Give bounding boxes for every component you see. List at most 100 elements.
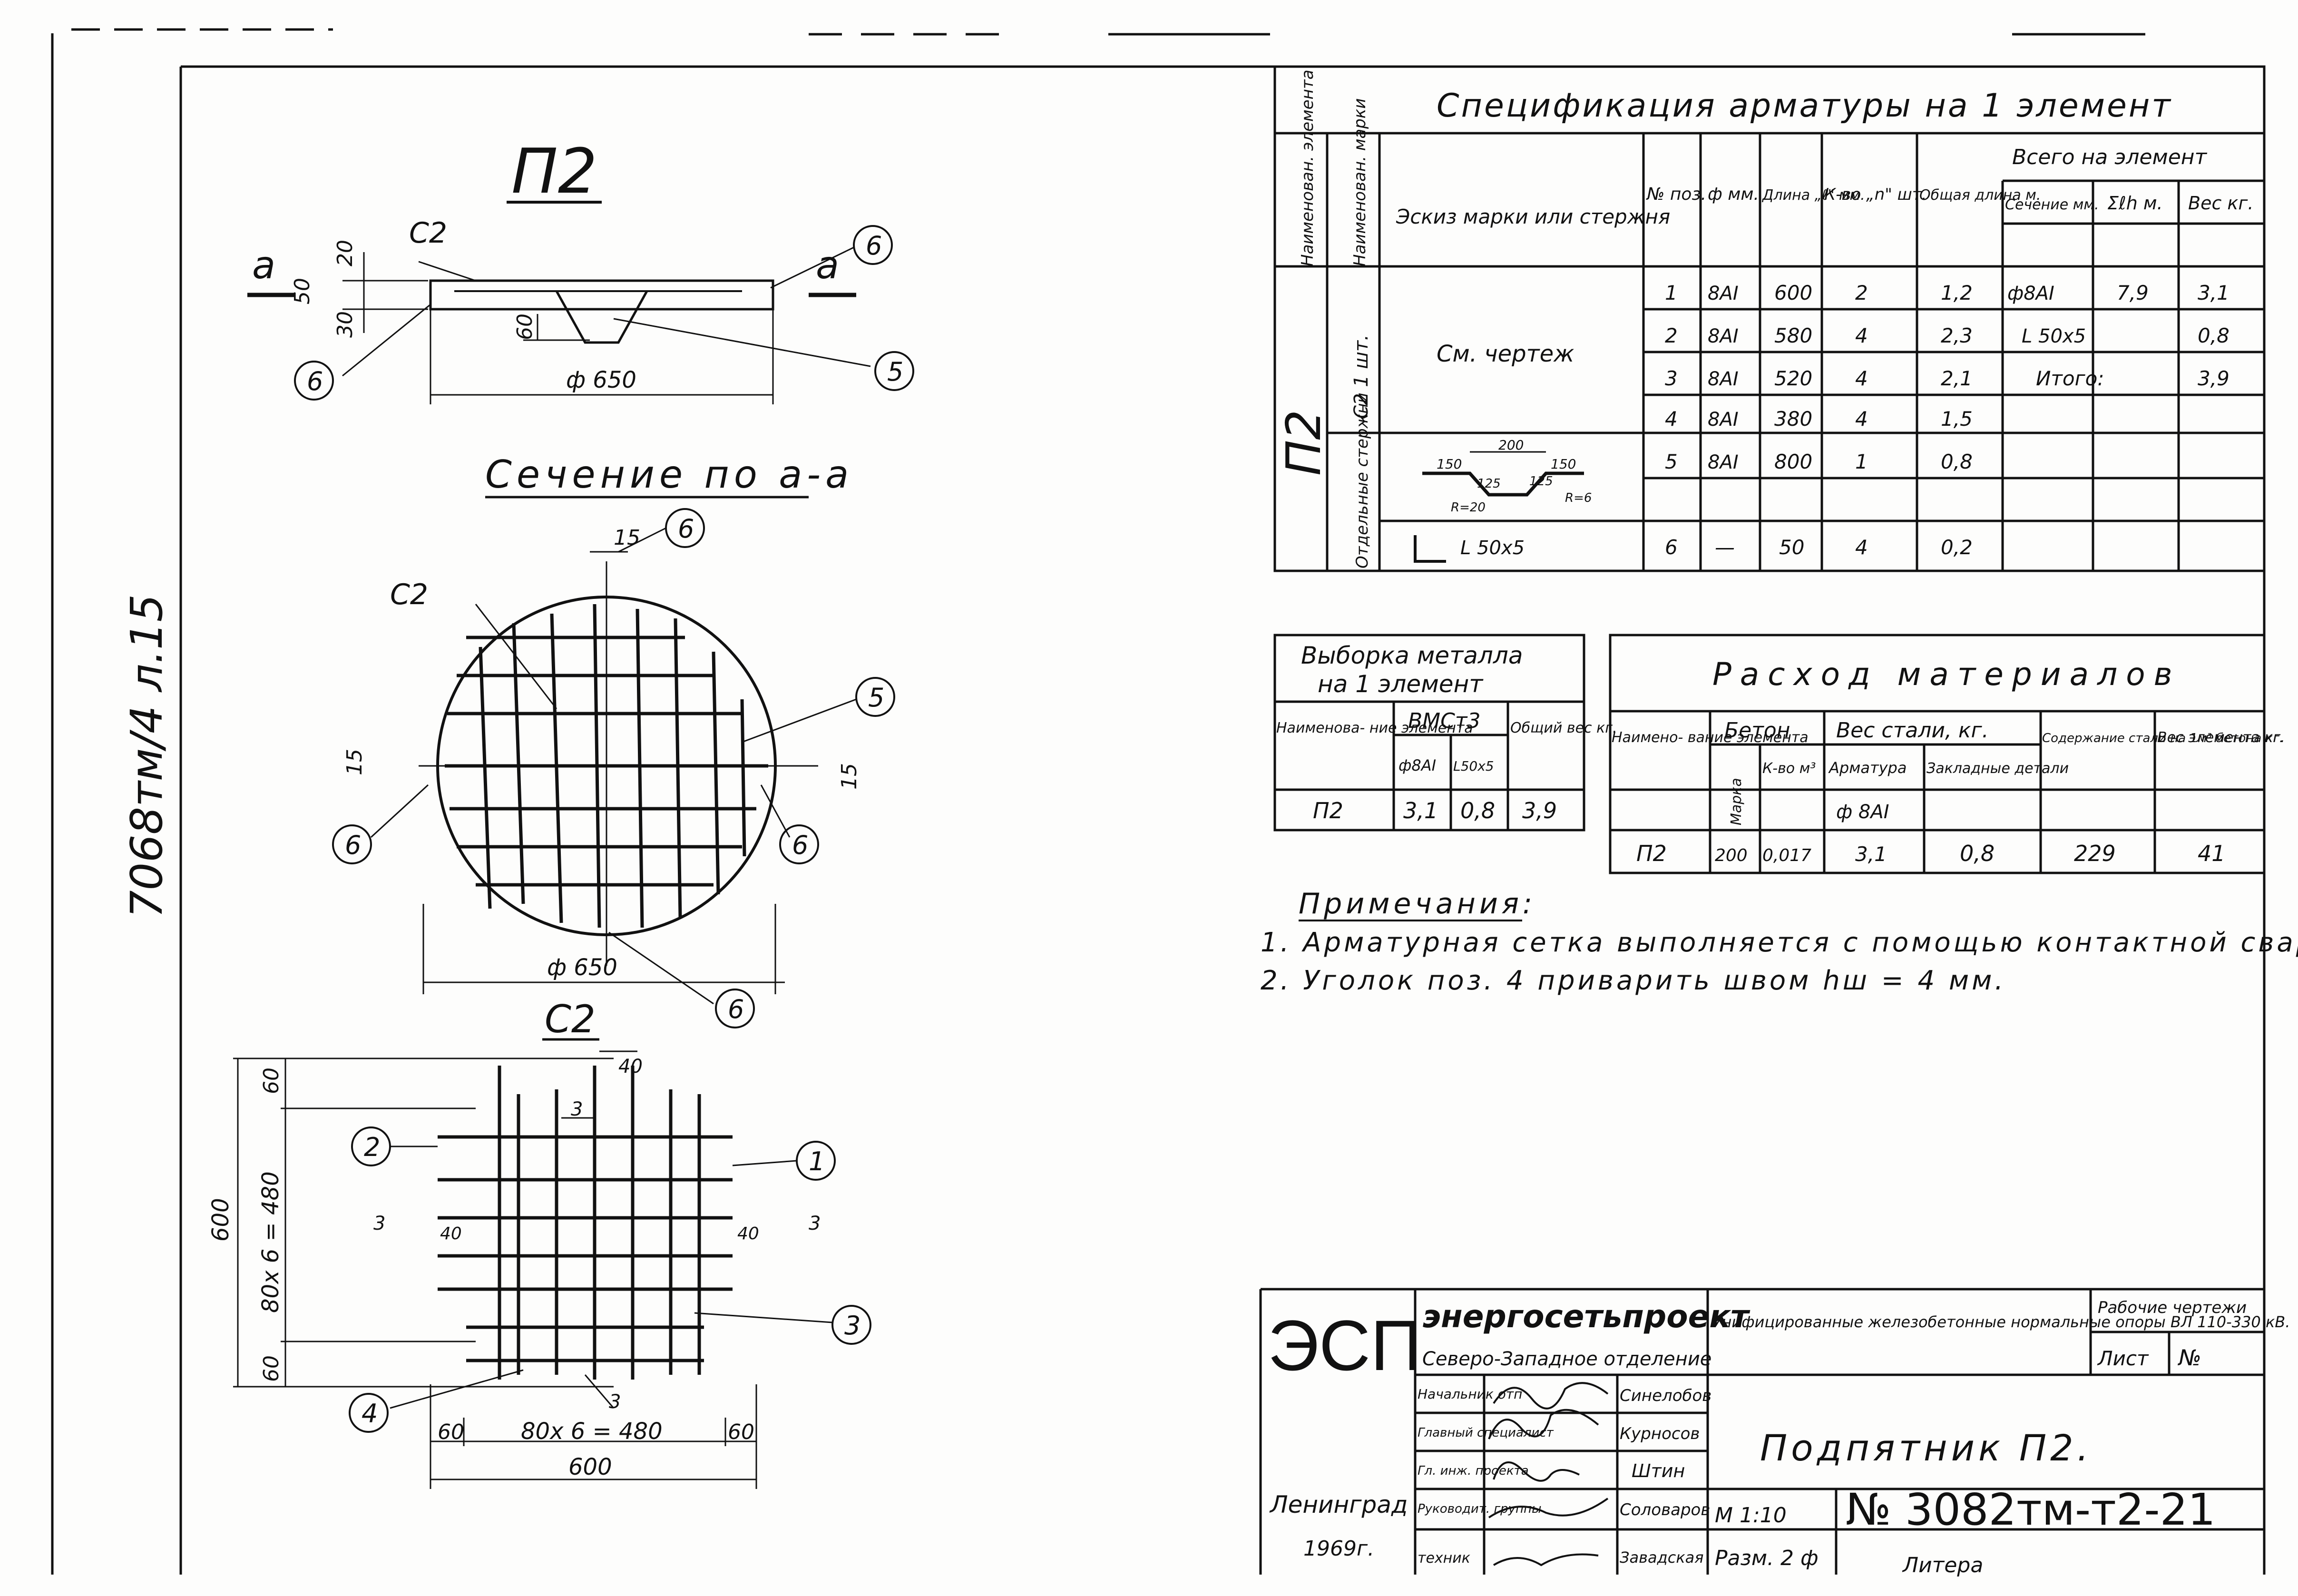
- title-logo: ЭСП: [1268, 1305, 1422, 1385]
- bent-dim-150-right: 150: [1551, 456, 1576, 472]
- title-stage: Рабочие чертежи: [2098, 1298, 2247, 1317]
- svg-text:4: 4: [1855, 324, 1868, 347]
- title-bottom: Литера: [1902, 1553, 1983, 1577]
- selection-col-name: Наименова- ние элемента: [1276, 720, 1473, 736]
- spec-row-2: 2 8АI 580 4 2,3: [1665, 324, 1973, 347]
- mesh-dim-80x6-horizontal: 80х 6 = 480: [521, 1418, 663, 1445]
- svg-text:П2: П2: [1313, 798, 1343, 823]
- mesh-title: С2: [545, 997, 596, 1041]
- signatures: [1488, 1382, 1609, 1567]
- selection-col-total: Общий вес кг.: [1510, 720, 1617, 736]
- spec-title: Спецификация арматуры на 1 элемент: [1437, 87, 2172, 125]
- svg-text:0,8: 0,8: [1941, 450, 1973, 473]
- svg-text:3,9: 3,9: [2198, 367, 2230, 390]
- svg-text:4: 4: [1855, 367, 1868, 390]
- selection-row: П2 3,1 0,8 3,9: [1313, 798, 1557, 823]
- spec-header-section: Сечение мм.: [2005, 196, 2099, 213]
- callout-6-top-left: 6: [294, 361, 334, 401]
- materials-col-weight: Вес элемента кг.: [2157, 729, 2285, 746]
- svg-text:4: 4: [362, 1399, 378, 1429]
- bent-dim-125-left: 125: [1477, 477, 1501, 491]
- svg-text:0,8: 0,8: [1460, 798, 1495, 823]
- callout-6-section-right: 6: [779, 824, 819, 864]
- svg-text:2: 2: [364, 1132, 380, 1162]
- mesh-dim-80x6-vertical: 80х 6 = 480: [257, 1171, 284, 1313]
- mesh-dim-60-bottom: 60: [259, 1355, 284, 1382]
- svg-text:4: 4: [1855, 407, 1868, 431]
- mesh-dim-3-right: 3: [809, 1213, 821, 1234]
- mesh-dim-60-right-bottom: 60: [728, 1420, 754, 1444]
- title-org: энергосетьпроект: [1422, 1298, 1750, 1335]
- svg-text:1,5: 1,5: [1941, 407, 1973, 431]
- spec-angle-label: L 50х5: [1460, 537, 1525, 559]
- section-dim-15-top: 15: [614, 526, 640, 550]
- title-dept: Северо-Западное отделение: [1422, 1348, 1711, 1370]
- svg-text:1: 1: [1665, 281, 1678, 304]
- svg-text:2,1: 2,1: [1941, 367, 1973, 390]
- svg-text:Главный специалист: Главный специалист: [1418, 1426, 1554, 1440]
- svg-text:1,2: 1,2: [1941, 281, 1973, 304]
- bent-dim-r6: R=6: [1565, 491, 1592, 505]
- title-block: [1259, 1288, 2264, 1575]
- materials-col-content: Содержание стали на 1м³ бетона кг.: [2042, 731, 2283, 745]
- dim-30: 30: [333, 311, 357, 338]
- svg-text:Курносов: Курносов: [1620, 1424, 1700, 1443]
- spec-header-weight: Вес кг.: [2188, 193, 2253, 214]
- spec-header-length: Длина „ℓ" мм.: [1761, 187, 1865, 204]
- svg-text:Штин: Штин: [1632, 1460, 1685, 1481]
- svg-text:41: 41: [2198, 841, 2226, 866]
- svg-text:8АI: 8АI: [1708, 368, 1739, 390]
- angle-icon: [1414, 535, 1446, 563]
- spec-element-name: П2: [1276, 410, 1331, 476]
- title-staff: Начальник отп Синелобов Главный специали…: [1418, 1386, 1711, 1567]
- svg-text:8АI: 8АI: [1708, 409, 1739, 431]
- spec-header-mark: Наименован. марки: [1350, 98, 1369, 266]
- callout-2-mesh: 2: [351, 1126, 391, 1166]
- svg-text:Гл. инж. проекта: Гл. инж. проекта: [1418, 1464, 1529, 1478]
- selection-col-sub2: L50х5: [1453, 758, 1494, 774]
- callout-6-top-right: 6: [853, 225, 893, 265]
- title-sheet-no: №: [2177, 1345, 2201, 1371]
- callout-3-mesh: 3: [831, 1305, 871, 1345]
- mesh-dim-3-bottom: 3: [609, 1391, 621, 1413]
- svg-text:380: 380: [1774, 407, 1812, 431]
- svg-text:Начальник отп: Начальник отп: [1418, 1386, 1522, 1402]
- top-diameter: ф 650: [566, 367, 636, 393]
- svg-text:7,9: 7,9: [2117, 281, 2149, 304]
- svg-text:200: 200: [1715, 846, 1748, 865]
- spec-row-1: 1 8АI 600 2 1,2: [1665, 281, 1973, 304]
- bent-rod-sketch: [1422, 451, 1584, 497]
- svg-text:5: 5: [887, 357, 903, 387]
- svg-text:800: 800: [1774, 450, 1812, 473]
- bent-dim-200: 200: [1498, 437, 1524, 453]
- cut-mark-right: а: [816, 243, 839, 287]
- materials-col-name: Наимено- вание элемента: [1612, 729, 1809, 746]
- svg-text:1: 1: [809, 1146, 825, 1176]
- svg-text:3,1: 3,1: [1855, 842, 1887, 866]
- materials-col-emb: Закладные детали: [1926, 760, 2069, 777]
- svg-text:4: 4: [1855, 536, 1868, 559]
- spec-group1: С2 1 шт.: [1350, 334, 1372, 419]
- spec-header-sketch: Эскиз марки или стержня: [1396, 205, 1670, 228]
- callout-5-top: 5: [874, 351, 914, 391]
- bent-dim-r20: R=20: [1451, 500, 1486, 515]
- dim-60: 60: [513, 313, 537, 340]
- spec-row-4: 4 8АI 380 4 1,5: [1665, 407, 1973, 431]
- callout-4-mesh: 4: [349, 1393, 389, 1433]
- svg-text:4: 4: [1665, 407, 1678, 431]
- svg-text:8АI: 8АI: [1708, 325, 1739, 347]
- section-dim-15-left: 15: [342, 749, 367, 775]
- bent-dim-125-right: 125: [1529, 474, 1553, 489]
- svg-text:Руководит. группы: Руководит. группы: [1418, 1502, 1542, 1516]
- materials-col-mark: Марка: [1728, 778, 1745, 825]
- spec-header-pos: № поз.: [1646, 185, 1706, 204]
- spec-row-3: 3 8АI 520 4 2,1: [1665, 367, 1973, 390]
- materials-col-steel: Вес стали, кг.: [1836, 718, 1989, 743]
- svg-text:0,8: 0,8: [2198, 324, 2230, 347]
- callout-1-mesh: 1: [796, 1141, 836, 1181]
- svg-text:3: 3: [844, 1311, 861, 1341]
- materials-title: Расход материалов: [1712, 656, 2181, 693]
- spec-header-total-group: Всего на элемент: [2012, 145, 2208, 169]
- section-title: Сечение по а-а: [485, 452, 853, 497]
- note-line-2: 2. Уголок поз. 4 приварить швом hш = 4 м…: [1261, 965, 2006, 996]
